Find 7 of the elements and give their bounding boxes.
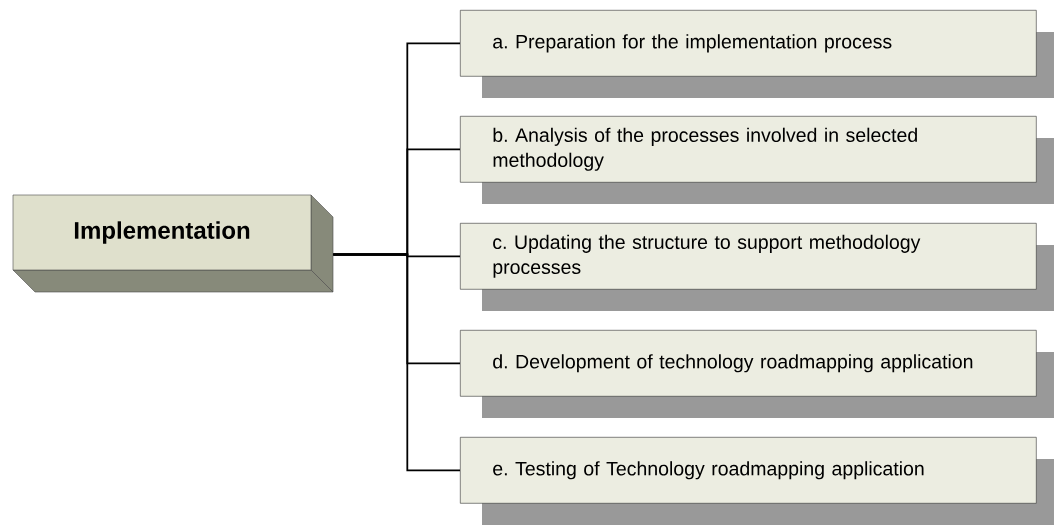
shadowed-box: e. Testing of Technology roadmapping application bbox=[460, 436, 1054, 525]
shadowed-box: d. Development of technology roadmapping application bbox=[460, 330, 1054, 418]
extruded-box: Implementation bbox=[12, 194, 334, 293]
shadowed-box: b. Analysis of the processes involved in selected methodology bbox=[460, 116, 1054, 204]
shadowed-box: c. Updating the structure to support methodology processes bbox=[460, 223, 1054, 311]
connector-line bbox=[332, 253, 461, 472]
shadowed-box: a. Preparation for the implementation process bbox=[460, 10, 1054, 98]
